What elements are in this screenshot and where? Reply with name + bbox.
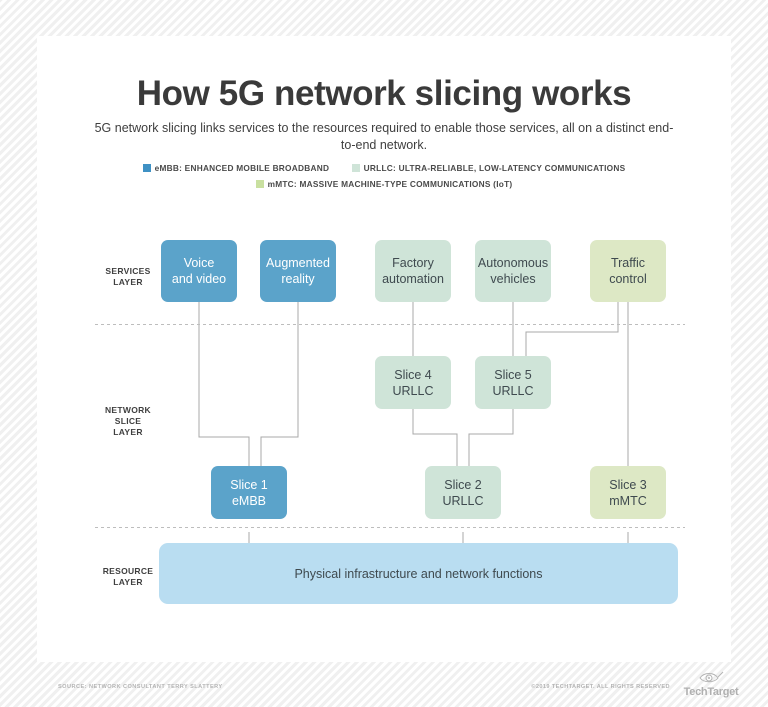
slicing-diagram: SERVICES LAYER NETWORK SLICE LAYER RESOU…: [37, 36, 731, 662]
footer-copyright: ©2019 TECHTARGET. ALL RIGHTS RESERVED: [531, 684, 670, 690]
slice4-line2: URLLC: [392, 383, 434, 398]
slice-node-slice-2[interactable]: Slice 2 URLLC: [425, 466, 501, 519]
legend-item-urllc: URLLC: ULTRA-RELIABLE, LOW-LATENCY COMMU…: [351, 161, 626, 176]
slice1-line2: eMBB: [231, 493, 267, 508]
slice4-line1: Slice 4: [394, 367, 432, 382]
legend-row-primary: eMBB: ENHANCED MOBILE BROADBAND URLLC: U…: [37, 161, 731, 176]
legend-swatch-urllc: [351, 164, 360, 173]
service-ar-line1: Augmented: [266, 256, 330, 270]
service-voice-line2: and video: [171, 272, 227, 286]
service-traffic-line1: Traffic: [610, 256, 646, 270]
layer-label-services: SERVICES LAYER: [85, 266, 171, 288]
connector-voice-to-slice1: [198, 302, 250, 466]
page-subtitle: 5G network slicing links services to the…: [94, 121, 674, 152]
techtarget-wordmark: TechTarget: [683, 686, 739, 698]
legend-row-secondary: mMTC: MASSIVE MACHINE-TYPE COMMUNICATION…: [37, 176, 731, 191]
techtarget-logo: TechTarget: [676, 670, 746, 698]
layer-label-slice-line1: NETWORK: [104, 405, 151, 415]
slice2-line2: URLLC: [442, 493, 484, 508]
resource-layer-label: Physical infrastructure and network func…: [294, 566, 543, 581]
connector-slice5-to-slice2: [468, 409, 514, 466]
service-node-traffic-control[interactable]: Traffic control: [590, 240, 666, 302]
slice-node-slice-1-text: Slice 1 eMBB: [230, 477, 268, 509]
service-ar-line2: reality: [281, 272, 315, 286]
service-node-augmented-reality[interactable]: Augmented reality: [260, 240, 336, 302]
service-node-augmented-reality-text: Augmented reality: [266, 255, 330, 287]
slice-node-slice-3[interactable]: Slice 3 mMTC: [590, 466, 666, 519]
slice2-line1: Slice 2: [444, 477, 482, 492]
footer-source: SOURCE: NETWORK CONSULTANT TERRY SLATTER…: [58, 684, 223, 690]
legend-label-urllc: URLLC: ULTRA-RELIABLE, LOW-LATENCY COMMU…: [363, 163, 626, 174]
layer-label-resource: RESOURCE LAYER: [85, 566, 171, 588]
layer-label-resource-line2: LAYER: [113, 577, 143, 587]
service-node-autonomous-vehicles-text: Autonomous vehicles: [478, 255, 548, 287]
layer-label-network-slice: NETWORK SLICE LAYER: [85, 405, 171, 438]
legend-item-embb: eMBB: ENHANCED MOBILE BROADBAND: [142, 161, 330, 176]
legend-label-embb: eMBB: ENHANCED MOBILE BROADBAND: [154, 163, 330, 174]
slice5-line2: URLLC: [492, 383, 534, 398]
layer-label-services-line1: SERVICES: [105, 266, 151, 276]
slice3-line2: mMTC: [609, 493, 647, 508]
slice-node-slice-1[interactable]: Slice 1 eMBB: [211, 466, 287, 519]
legend: eMBB: ENHANCED MOBILE BROADBAND URLLC: U…: [37, 161, 731, 192]
service-voice-line1: Voice: [183, 256, 215, 270]
layer-label-services-line2: LAYER: [113, 277, 143, 287]
service-factory-line1: Factory: [392, 256, 434, 270]
slice-node-slice-2-text: Slice 2 URLLC: [443, 477, 484, 509]
service-node-factory-automation[interactable]: Factory automation: [375, 240, 451, 302]
service-node-voice-and-video-text: Voice and video: [172, 255, 226, 287]
slice3-line1: Slice 3: [609, 477, 647, 492]
page-title: How 5G network slicing works: [136, 74, 632, 113]
layer-label-slice-line2: SLICE: [114, 416, 142, 426]
service-node-voice-and-video[interactable]: Voice and video: [161, 240, 237, 302]
slice-node-slice-4[interactable]: Slice 4 URLLC: [375, 356, 451, 409]
service-node-autonomous-vehicles[interactable]: Autonomous vehicles: [475, 240, 551, 302]
slice1-line1: Slice 1: [230, 477, 268, 492]
slice-node-slice-3-text: Slice 3 mMTC: [609, 477, 647, 509]
service-autonomous-line1: Autonomous: [477, 256, 549, 270]
slice-node-slice-4-text: Slice 4 URLLC: [393, 367, 434, 399]
infographic-card: How 5G network slicing works 5G network …: [37, 36, 731, 662]
resource-layer-bar[interactable]: Physical infrastructure and network func…: [159, 543, 678, 604]
eye-icon: [698, 670, 724, 689]
legend-swatch-embb: [142, 164, 151, 173]
legend-label-mmtc: mMTC: MASSIVE MACHINE-TYPE COMMUNICATION…: [267, 178, 513, 189]
diagram-connectors: [95, 302, 685, 563]
service-factory-line2: automation: [382, 272, 444, 286]
legend-item-mmtc: mMTC: MASSIVE MACHINE-TYPE COMMUNICATION…: [255, 177, 513, 192]
service-autonomous-line2: vehicles: [490, 272, 536, 286]
layer-label-slice-line3: LAYER: [113, 427, 143, 437]
layer-label-resource-line1: RESOURCE: [102, 566, 154, 576]
connector-ar-to-slice1: [260, 302, 299, 466]
connector-traffic-to-slice5: [525, 302, 619, 356]
service-node-traffic-control-text: Traffic control: [609, 255, 647, 287]
service-node-factory-automation-text: Factory automation: [382, 255, 444, 287]
service-traffic-line2: control: [609, 272, 647, 286]
connector-slice4-to-slice2: [412, 409, 458, 466]
slice-node-slice-5-text: Slice 5 URLLC: [493, 367, 534, 399]
slice-node-slice-5[interactable]: Slice 5 URLLC: [475, 356, 551, 409]
legend-swatch-mmtc: [255, 179, 264, 188]
slice5-line1: Slice 5: [494, 367, 532, 382]
